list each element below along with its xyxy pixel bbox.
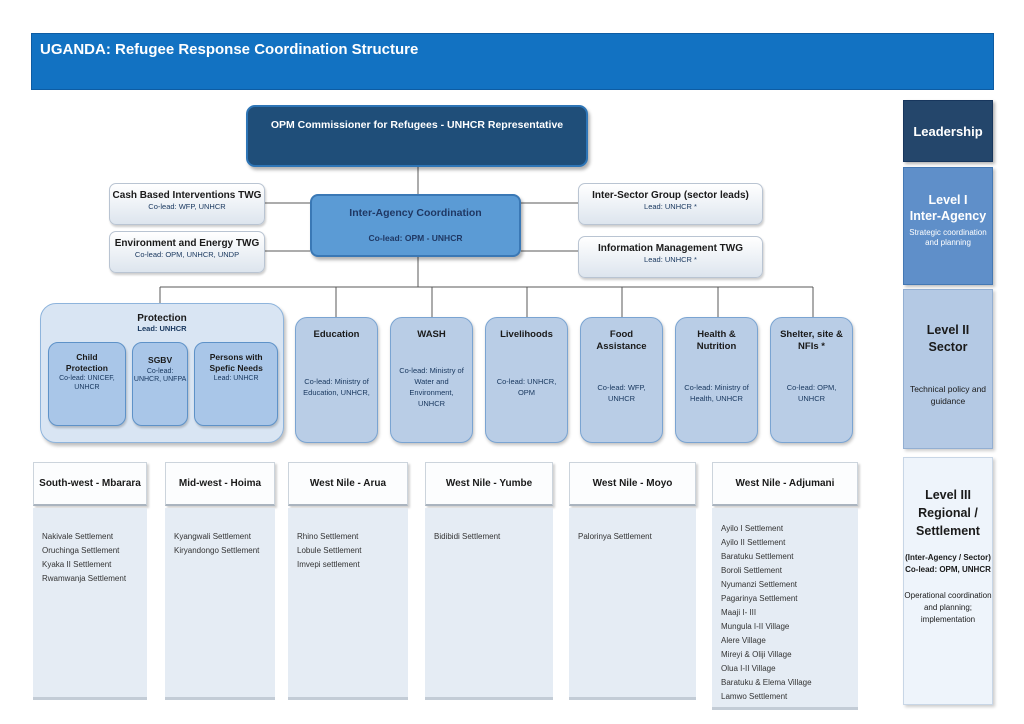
protection-sector-group: Protection Lead: UNHCR Child Protection … xyxy=(40,303,284,443)
level-description: Technical policy and guidance xyxy=(909,383,987,406)
settlement-item: Ayilo I Settlement xyxy=(721,524,784,533)
twg-lead: Co-lead: OPM, UNHCR, UNDP xyxy=(134,250,240,259)
twg-title: Cash Based Interventions TWG xyxy=(112,190,262,201)
settlement-item: Alere Village xyxy=(721,636,766,645)
twg-lead: Lead: UNHCR * xyxy=(644,202,697,211)
persons-with-specific-needs-box: Persons with Spefic Needs Lead: UNHCR xyxy=(194,342,278,426)
twg-title: Information Management TWG xyxy=(598,243,743,254)
sector-lead: Co-lead: Ministry of Health, UNHCR xyxy=(684,382,749,403)
environment-energy-twg-box: Environment and Energy TWG Co-lead: OPM,… xyxy=(109,231,265,273)
education-sector-box: Education Co-lead: Ministry of Education… xyxy=(295,317,378,443)
region-header-moyo: West Nile - Moyo xyxy=(569,462,696,506)
settlement-item: Boroli Settlement xyxy=(721,566,782,575)
region-settlements-moyo: Palorinya Settlement xyxy=(569,508,696,700)
settlement-item: Ayilo II Settlement xyxy=(721,538,786,547)
sector-title: Education xyxy=(313,329,360,340)
sector-lead: Co-lead: WFP, UNHCR xyxy=(597,382,646,403)
opm-commissioner-box: OPM Commissioner for Refugees - UNHCR Re… xyxy=(246,105,588,167)
subsector-title: Child Protection xyxy=(65,352,108,373)
level-name: Level II Sector xyxy=(926,323,970,354)
settlement-item: Lamwo Settlement xyxy=(721,692,788,701)
settlement-item: Mungula I-II Village xyxy=(721,622,790,631)
sector-row: Education Co-lead: Ministry of Education… xyxy=(295,317,853,443)
settlement-item: Rwamwanja Settlement xyxy=(42,574,127,583)
protection-lead: Lead: UNHCR xyxy=(137,324,187,333)
sector-title: WASH xyxy=(417,329,446,340)
sector-lead: Co-lead: UNHCR, OPM xyxy=(496,376,557,397)
wash-sector-box: WASH Co-lead: Ministry of Water and Envi… xyxy=(390,317,473,443)
settlement-item: Olua I-II Village xyxy=(721,664,776,673)
subsector-lead: Co-lead: UNICEF, UNHCR xyxy=(59,375,115,391)
level-name: Level III Regional / Settlement xyxy=(916,488,980,539)
inter-agency-coordination-box: Inter-Agency Coordination Co-lead: OPM -… xyxy=(310,194,521,257)
level-description: Strategic coordination and planning xyxy=(909,227,987,248)
livelihoods-sector-box: Livelihoods Co-lead: UNHCR, OPM xyxy=(485,317,568,443)
settlement-item: Maaji I- III xyxy=(721,608,757,617)
region-header-arua: West Nile - Arua xyxy=(288,462,408,506)
sidebar-leadership-header: Leadership xyxy=(903,100,993,162)
settlement-item: Palorinya Settlement xyxy=(578,532,652,541)
sector-lead: Co-lead: OPM, UNHCR xyxy=(786,382,837,403)
food-assistance-sector-box: Food Assistance Co-lead: WFP, UNHCR xyxy=(580,317,663,443)
sidebar-level2-sector: Level II Sector Technical policy and gui… xyxy=(903,289,993,449)
settlement-item: Baratuku & Elema Village xyxy=(721,678,812,687)
region-header-yumbe: West Nile - Yumbe xyxy=(425,462,553,506)
page-title: UGANDA: Refugee Response Coordination St… xyxy=(31,33,994,90)
cash-based-interventions-twg-box: Cash Based Interventions TWG Co-lead: WF… xyxy=(109,183,265,225)
settlement-item: Lobule Settlement xyxy=(297,546,362,555)
settlement-item: Kiryandongo Settlement xyxy=(174,546,260,555)
settlement-item: Nakivale Settlement xyxy=(42,532,114,541)
settlement-item: Kyaka II Settlement xyxy=(42,560,112,569)
region-header-hoima: Mid-west - Hoima xyxy=(165,462,275,506)
level-description: Operational coordination and planning; i… xyxy=(904,591,992,624)
settlement-item: Imvepi settlement xyxy=(297,560,360,569)
twg-lead: Co-lead: WFP, UNHCR xyxy=(148,202,226,211)
twg-title: Inter-Sector Group (sector leads) xyxy=(592,190,749,201)
settlement-item: Rhino Settlement xyxy=(297,532,359,541)
subsector-lead: Co-lead: UNHCR, UNFPA xyxy=(133,367,187,384)
information-management-twg-box: Information Management TWG Lead: UNHCR * xyxy=(578,236,763,278)
level-colead: (Inter-Agency / Sector) Co-lead: OPM, UN… xyxy=(905,553,991,575)
sector-title: Shelter, site & NFIs * xyxy=(780,329,843,353)
settlement-item: Oruchinga Settlement xyxy=(42,546,120,555)
twg-title: Environment and Energy TWG xyxy=(114,238,260,249)
protection-subsectors: Child Protection Co-lead: UNICEF, UNHCR … xyxy=(48,342,278,426)
region-header-mbarara: South-west - Mbarara xyxy=(33,462,147,506)
twg-lead: Lead: UNHCR * xyxy=(644,255,697,264)
sidebar-level1-inter-agency: Level I Inter-Agency Strategic coordinat… xyxy=(903,167,993,285)
region-header-adjumani: West Nile - Adjumani xyxy=(712,462,858,506)
child-protection-box: Child Protection Co-lead: UNICEF, UNHCR xyxy=(48,342,126,426)
sgbv-box: SGBV Co-lead: UNHCR, UNFPA xyxy=(131,342,189,426)
inter-agency-title: Inter-Agency Coordination xyxy=(349,207,482,219)
subsector-title: Persons with Spefic Needs xyxy=(209,352,263,373)
subsector-lead: Lead: UNHCR xyxy=(213,375,259,383)
settlement-item: Nyumanzi Settlement xyxy=(721,580,798,589)
region-settlements-yumbe: Bidibidi Settlement xyxy=(425,508,553,700)
sector-title: Food Assistance xyxy=(596,329,647,353)
settlement-item: Kyangwali Settlement xyxy=(174,532,251,541)
health-nutrition-sector-box: Health & Nutrition Co-lead: Ministry of … xyxy=(675,317,758,443)
inter-agency-lead: Co-lead: OPM - UNHCR xyxy=(368,233,463,243)
subsector-title: SGBV xyxy=(148,355,173,365)
protection-title: Protection xyxy=(137,313,187,324)
inter-sector-group-box: Inter-Sector Group (sector leads) Lead: … xyxy=(578,183,763,225)
sector-title: Livelihoods xyxy=(500,329,553,340)
shelter-site-nfis-sector-box: Shelter, site & NFIs * Co-lead: OPM, UNH… xyxy=(770,317,853,443)
level-name: Level I Inter-Agency xyxy=(909,193,987,224)
sector-lead: Co-lead: Ministry of Education, UNHCR, xyxy=(303,376,370,397)
settlement-item: Pagarinya Settlement xyxy=(721,594,798,603)
sector-title: Health & Nutrition xyxy=(696,329,737,353)
sidebar-level3-regional-settlement: Level III Regional / Settlement (Inter-A… xyxy=(903,457,993,705)
sector-lead: Co-lead: Ministry of Water and Environme… xyxy=(399,365,464,408)
settlement-item: Mireyi & Oliji Village xyxy=(721,650,792,659)
settlement-item: Bidibidi Settlement xyxy=(434,532,501,541)
settlement-item: Baratuku Settlement xyxy=(721,552,794,561)
